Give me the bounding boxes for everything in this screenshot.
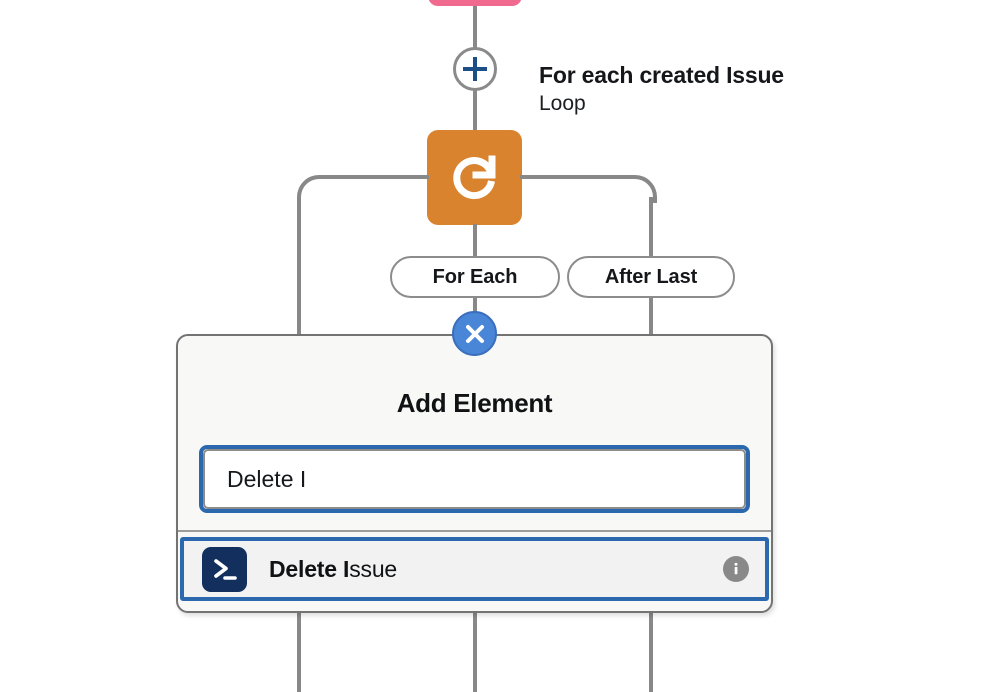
close-x-icon bbox=[465, 324, 484, 343]
dialog-divider bbox=[178, 530, 771, 532]
connector-line bbox=[649, 296, 653, 338]
connector-line bbox=[473, 88, 477, 132]
info-icon[interactable] bbox=[723, 556, 749, 582]
loop-node-title: For each created Issue bbox=[539, 62, 784, 88]
result-label-rest: ssue bbox=[349, 555, 398, 582]
terminal-icon bbox=[202, 546, 247, 592]
info-glyph-icon bbox=[734, 562, 738, 575]
close-dialog-button[interactable] bbox=[452, 311, 497, 356]
result-label-match: Delete I bbox=[269, 555, 350, 582]
branch-for-each[interactable]: For Each bbox=[390, 256, 560, 298]
loop-redo-icon bbox=[452, 155, 495, 199]
terminal-glyph-icon bbox=[213, 559, 237, 580]
connector-line bbox=[473, 6, 477, 49]
dialog-title: Add Element bbox=[396, 388, 553, 418]
result-item-delete-issue[interactable]: Delete Issue bbox=[180, 537, 769, 601]
loop-node[interactable] bbox=[427, 130, 522, 225]
connector-corner bbox=[629, 175, 657, 203]
previous-node[interactable] bbox=[428, 0, 522, 6]
loop-node-label: For each created Issue Loop bbox=[539, 60, 939, 118]
connector-line bbox=[649, 612, 653, 692]
connector-corner bbox=[297, 175, 325, 203]
connector-line bbox=[473, 612, 477, 692]
loop-node-subtitle: Loop bbox=[539, 92, 586, 115]
search-input[interactable] bbox=[203, 449, 746, 509]
result-item-label: Delete Issue bbox=[269, 556, 723, 583]
connector-line bbox=[520, 175, 631, 179]
branch-after-last[interactable]: After Last bbox=[567, 256, 735, 298]
add-element-dialog: Add Element Delete Issue bbox=[176, 334, 773, 613]
search-field-wrapper bbox=[199, 445, 750, 513]
connector-line bbox=[319, 175, 429, 179]
connector-line bbox=[473, 224, 477, 258]
plus-icon bbox=[463, 57, 487, 81]
connector-line bbox=[297, 612, 301, 692]
add-node-button[interactable] bbox=[453, 47, 497, 91]
